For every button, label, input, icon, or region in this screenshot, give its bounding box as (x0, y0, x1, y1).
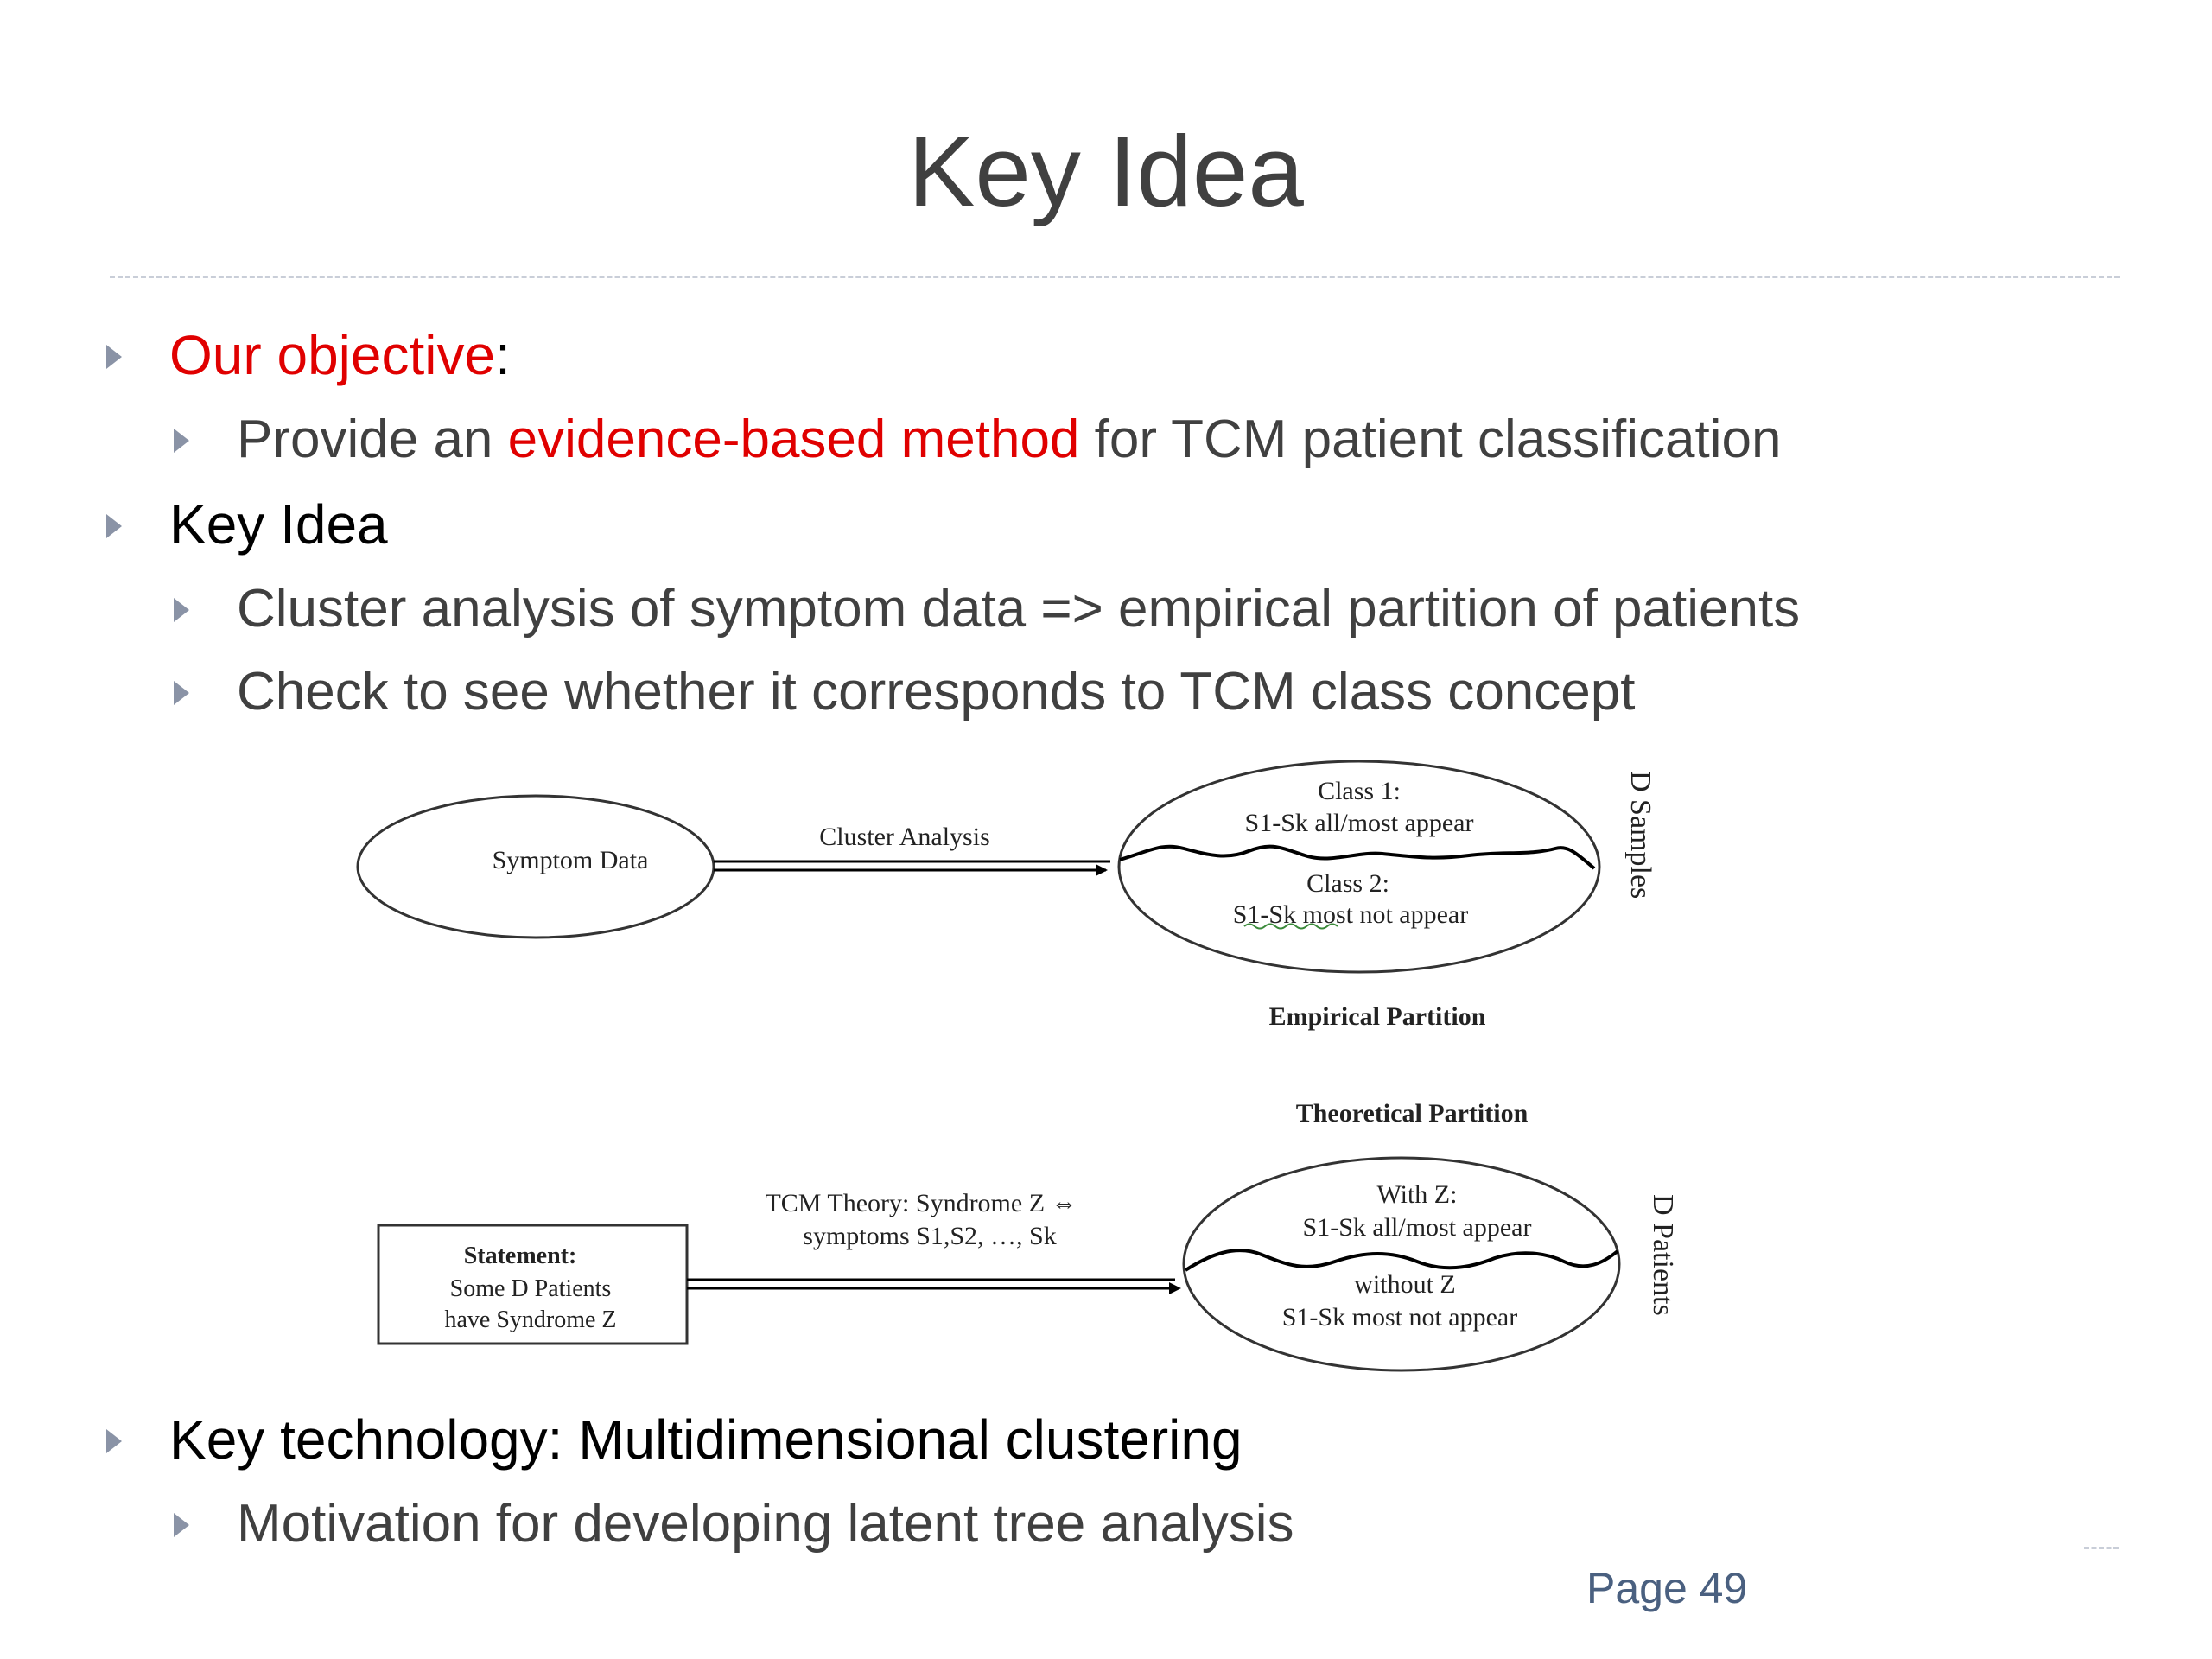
class2-title: Class 2: (1306, 869, 1389, 898)
bullet-key-idea: Key Idea (169, 493, 388, 556)
tcm-theory-line2: symptoms S1,S2, …, Sk (803, 1222, 1056, 1250)
symptom-data-ellipse (356, 794, 715, 939)
objective-sub-highlight: evidence-based method (507, 410, 1080, 469)
statement-line1: Some D Patients (450, 1275, 612, 1302)
theoretical-partition-label: Theoretical Partition (1296, 1099, 1529, 1128)
spellcheck-underline (1243, 923, 1338, 930)
statement-line2: have Syndrome Z (444, 1306, 616, 1333)
bullet-arrow-icon (106, 514, 122, 538)
title-divider (110, 276, 2120, 278)
with-z-title: With Z: (1377, 1180, 1458, 1209)
objective-sub-suffix: for TCM patient classification (1079, 410, 1782, 469)
empirical-divider-curve (1119, 844, 1596, 870)
d-samples-label: D Samples (1624, 771, 1656, 899)
corner-divider (2084, 1547, 2119, 1549)
cluster-analysis-label: Cluster Analysis (819, 823, 990, 851)
statement-box (377, 1224, 689, 1345)
bullet-objective: Our objective: (169, 325, 511, 385)
objective-colon: : (495, 324, 511, 386)
without-z-title: without Z (1354, 1270, 1456, 1299)
sub-bullet-arrow-icon (174, 429, 189, 453)
sub-bullet-check: Check to see whether it corresponds to T… (237, 662, 1636, 721)
slide-title: Key Idea (908, 115, 1304, 227)
sub-bullet-cluster-analysis: Cluster analysis of symptom data => empi… (237, 579, 1801, 639)
class1-title: Class 1: (1318, 777, 1401, 805)
bullet-key-technology: Key technology: Multidimensional cluster… (169, 1408, 1243, 1471)
objective-sub-prefix: Provide an (237, 410, 508, 469)
sub-bullet-arrow-icon (174, 681, 189, 705)
class1-desc: S1-Sk all/most appear (1245, 809, 1474, 837)
sub-bullet-motivation: Motivation for developing latent tree an… (237, 1494, 1294, 1554)
theoretical-ellipse (1182, 1156, 1621, 1372)
empirical-ellipse (1117, 760, 1601, 974)
empirical-partition-label: Empirical Partition (1269, 1002, 1486, 1031)
sub-bullet-objective: Provide an evidence-based method for TCM… (237, 410, 1781, 470)
statement-title: Statement: (464, 1243, 577, 1269)
bullet-arrow-icon (106, 1429, 122, 1453)
page-number: Page 49 (1586, 1564, 1748, 1612)
objective-label: Our objective (169, 324, 496, 386)
d-patients-label: D Patients (1647, 1194, 1679, 1316)
with-z-desc: S1-Sk all/most appear (1303, 1213, 1532, 1242)
sub-bullet-arrow-icon (174, 1513, 189, 1537)
sub-bullet-arrow-icon (174, 598, 189, 622)
symptom-data-label: Symptom Data (493, 846, 649, 874)
without-z-desc: S1-Sk most not appear (1282, 1303, 1517, 1332)
bullet-arrow-icon (106, 345, 122, 369)
tcm-theory-line1: TCM Theory: Syndrome Z ⇔ (765, 1189, 1077, 1217)
theoretical-divider-curve (1184, 1249, 1619, 1272)
